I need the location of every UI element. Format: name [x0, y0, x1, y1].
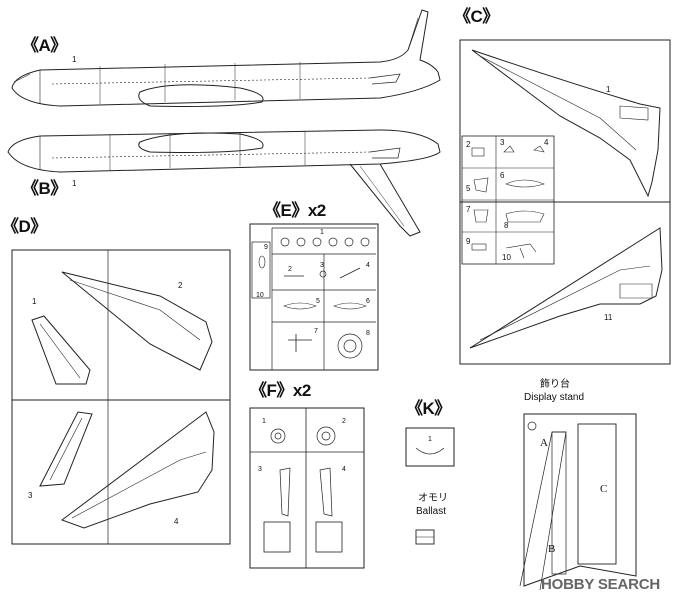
frame-f [249, 407, 365, 569]
part-number: 10 [502, 253, 511, 262]
frame-d [11, 249, 231, 545]
part-number: 4 [366, 262, 370, 269]
fuselage-half-b [7, 129, 441, 237]
part-k-label: 《K》 [406, 399, 451, 418]
part-number: 5 [316, 298, 320, 305]
ballast-shape [415, 529, 435, 545]
part-number: 7 [314, 328, 318, 335]
frame-e [249, 223, 379, 371]
fuselage-half-a [11, 9, 441, 107]
part-number: 2 [466, 140, 471, 149]
part-number: 8 [504, 221, 509, 230]
part-number: 9 [264, 244, 268, 251]
part-number: 2 [178, 281, 183, 290]
part-number: 10 [256, 292, 264, 299]
part-f-label: 《F》x2 [250, 381, 311, 400]
part-e-label: 《E》x2 [264, 201, 326, 220]
part-number: 3 [500, 138, 505, 147]
stand-part-b: B [548, 543, 556, 555]
part-number: 7 [466, 205, 471, 214]
part-d-label: 《D》 [2, 217, 47, 236]
frame-c [459, 39, 671, 365]
part-number: 1 [72, 55, 77, 64]
display-stand-title-jp: 飾り台 [540, 379, 570, 390]
part-number: 3 [258, 466, 262, 473]
part-number: 8 [366, 330, 370, 337]
part-number: 5 [466, 184, 471, 193]
part-number: 1 [32, 297, 37, 306]
part-number: 3 [320, 262, 324, 269]
part-number: 2 [342, 418, 346, 425]
watermark-text: HOBBY SEARCH [540, 576, 660, 593]
part-b-label: 《B》 [22, 179, 67, 198]
part-number: 1 [72, 179, 77, 188]
ballast-title-en: Ballast [416, 506, 447, 517]
part-a-label: 《A》 [22, 36, 67, 55]
display-stand-title-en: Display stand [524, 392, 585, 403]
part-number: 1 [428, 436, 432, 443]
part-number: 1 [320, 229, 324, 236]
part-number: 3 [28, 491, 33, 500]
stand-part-a: A [540, 437, 548, 449]
display-stand-frame [519, 413, 637, 591]
part-number: 4 [544, 138, 549, 147]
part-number: 6 [366, 298, 370, 305]
part-c-label: 《C》 [454, 7, 499, 26]
stand-part-c: C [600, 483, 608, 495]
part-number: 2 [288, 266, 292, 273]
watermark: HOBBY SEARCH [541, 576, 660, 593]
part-number: 1 [606, 85, 611, 94]
part-number: 11 [604, 313, 613, 322]
part-number: 4 [174, 517, 179, 526]
ballast-title-jp: オモリ [418, 493, 448, 504]
part-number: 9 [466, 237, 471, 246]
part-number: 4 [342, 466, 346, 473]
part-number: 6 [500, 171, 505, 180]
frame-k [405, 427, 455, 467]
part-number: 1 [262, 418, 266, 425]
